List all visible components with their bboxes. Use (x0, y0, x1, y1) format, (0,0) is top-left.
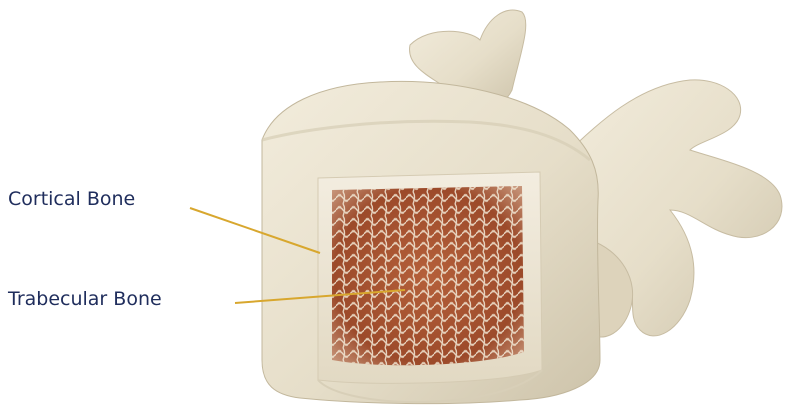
trabecular-bone-label: Trabecular Bone (8, 290, 162, 309)
cortical-bone-label: Cortical Bone (8, 190, 135, 209)
